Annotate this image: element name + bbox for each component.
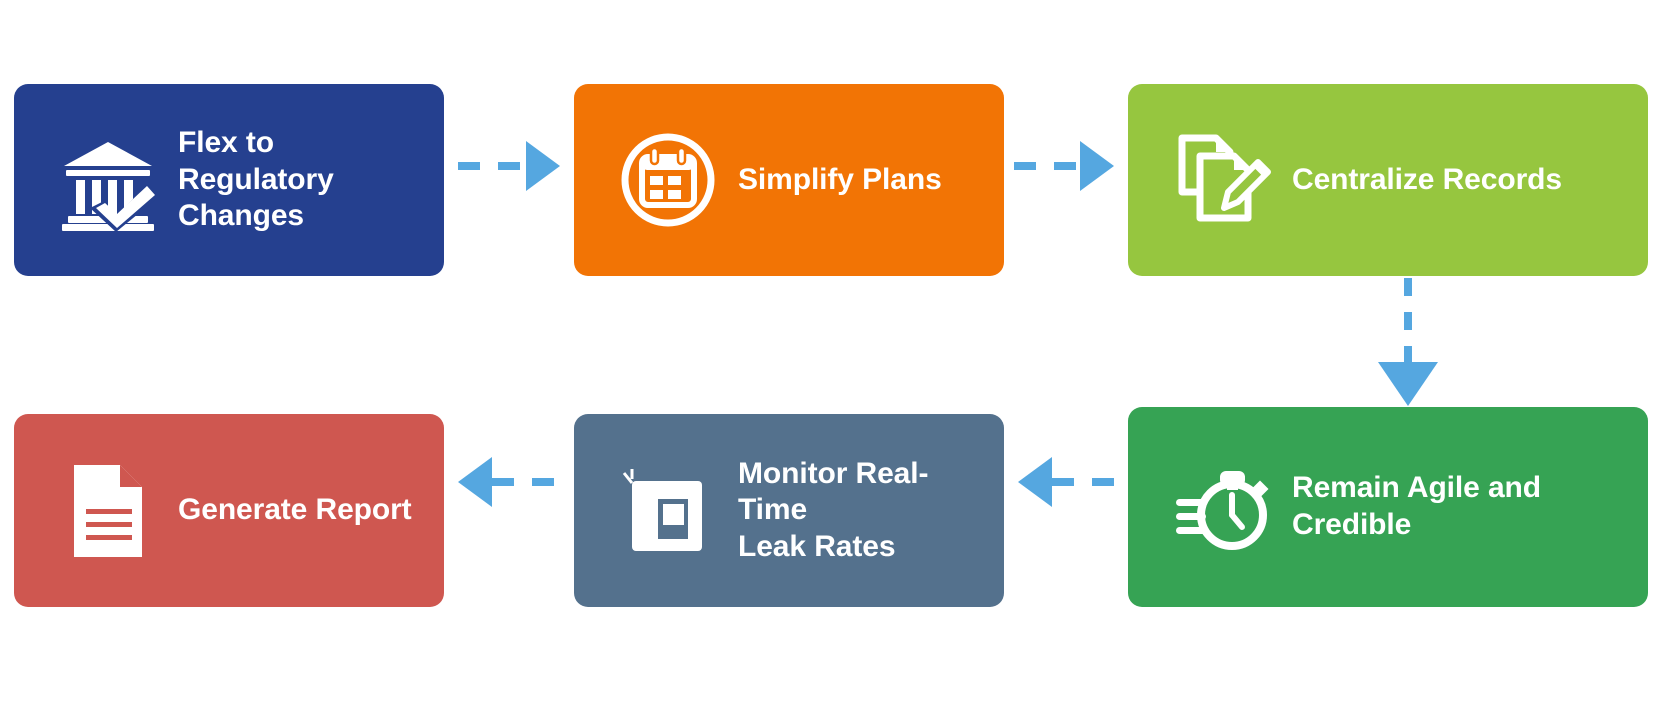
flow-node-label: Remain Agile and Credible (1292, 471, 1542, 541)
monitor-square-icon (616, 459, 720, 563)
flow-node-label: Centralize Records (1292, 162, 1562, 196)
connector-arrow-down-1 (1378, 278, 1438, 406)
arrowhead-down-icon (1378, 362, 1438, 406)
stopwatch-speed-icon (1170, 455, 1274, 559)
flow-node-remain-agile-and-credible[interactable]: Remain Agile and Credible (1128, 407, 1648, 607)
dashed-line (1052, 478, 1118, 486)
flow-node-monitor-real-time-leak-rates[interactable]: Monitor Real-Time Leak Rates (574, 414, 1004, 607)
flow-node-simplify-plans[interactable]: Simplify Plans (574, 84, 1004, 276)
documents-pencil-icon (1170, 128, 1274, 232)
arrowhead-left-icon (1018, 457, 1052, 507)
arrowhead-right-icon (1080, 141, 1114, 191)
calendar-circle-icon (616, 128, 720, 232)
flow-node-label: Generate Report (178, 493, 412, 527)
flow-node-label: Simplify Plans (738, 162, 942, 196)
flow-node-generate-report[interactable]: Generate Report (14, 414, 444, 607)
connector-arrow-right-1 (458, 141, 560, 191)
bank-check-icon (56, 128, 160, 232)
connector-arrow-left-2 (458, 457, 560, 507)
arrowhead-right-icon (526, 141, 560, 191)
flow-node-flex-to-regulatory-changes[interactable]: Flex to Regulatory Changes (14, 84, 444, 276)
connector-arrow-right-2 (1014, 141, 1114, 191)
flow-node-centralize-records[interactable]: Centralize Records (1128, 84, 1648, 276)
flow-node-label: Flex to Regulatory Changes (178, 126, 334, 233)
dashed-line (492, 478, 560, 486)
flow-node-label: Monitor Real-Time Leak Rates (738, 456, 929, 563)
dashed-line (1404, 278, 1412, 362)
arrowhead-left-icon (458, 457, 492, 507)
document-lines-icon (56, 459, 160, 563)
connector-arrow-left-1 (1018, 457, 1118, 507)
dashed-line (458, 162, 526, 170)
dashed-line (1014, 162, 1080, 170)
